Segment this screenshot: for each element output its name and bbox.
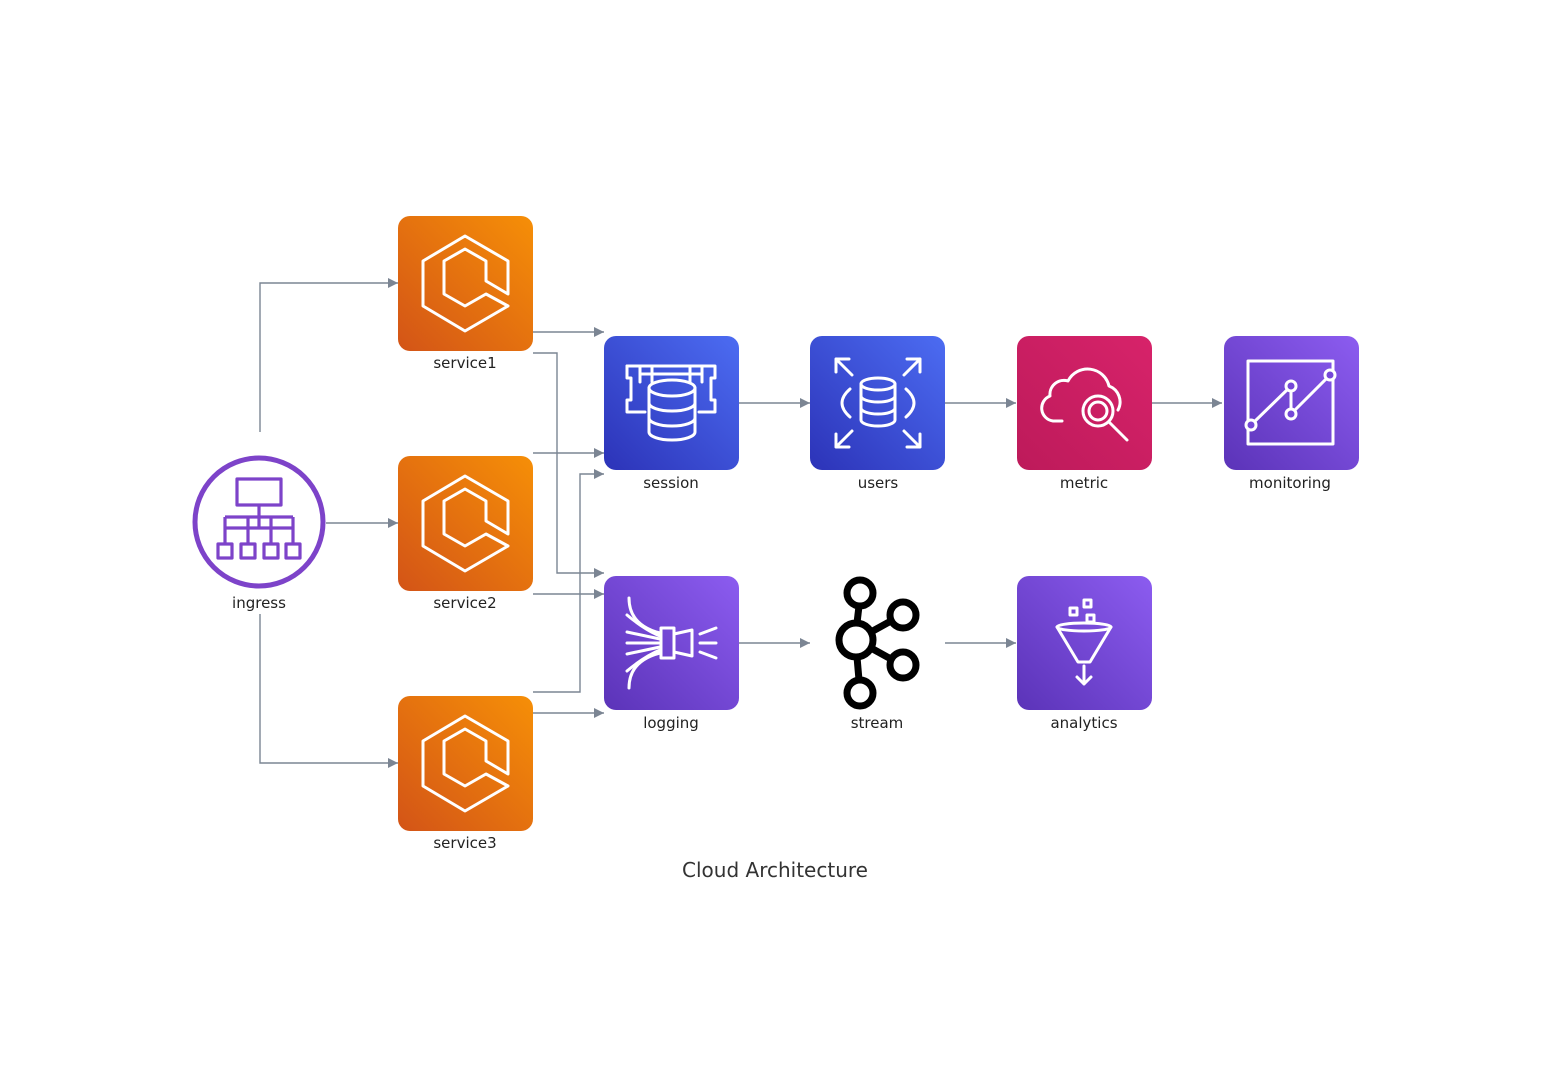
node-label: service3: [433, 834, 496, 852]
ecs-service-icon: [421, 474, 510, 573]
load-balancer-icon: [192, 455, 326, 589]
node-label: users: [858, 474, 899, 492]
node-service3[interactable]: service3: [398, 696, 533, 852]
line-chart-icon: [1244, 359, 1337, 446]
diagram-title: Cloud Architecture: [682, 858, 868, 882]
ecs-service-icon: [421, 714, 510, 813]
node-label: ingress: [232, 594, 286, 612]
node-service2[interactable]: service2: [398, 456, 533, 612]
node-label: analytics: [1050, 714, 1117, 732]
data-firehose-icon: [625, 596, 718, 690]
cloud-search-icon: [1040, 367, 1129, 442]
node-ingress[interactable]: ingress: [192, 455, 326, 612]
node-label: metric: [1060, 474, 1108, 492]
node-stream[interactable]: stream: [835, 576, 920, 732]
edges: [259, 278, 1222, 768]
edge-ingress-service1: [259, 278, 398, 432]
edge-service3-session: [533, 469, 604, 693]
node-label: stream: [851, 714, 904, 732]
relational-database-icon: [834, 357, 922, 449]
node-metric[interactable]: metric: [1017, 336, 1152, 492]
memory-cache-icon: [625, 364, 717, 442]
node-label: monitoring: [1249, 474, 1331, 492]
ecs-service-icon: [421, 234, 510, 333]
node-monitoring[interactable]: monitoring: [1224, 336, 1359, 492]
node-users[interactable]: users: [810, 336, 945, 492]
edge-service1-logging: [533, 352, 604, 578]
node-label: service2: [433, 594, 496, 612]
node-label: service1: [433, 354, 496, 372]
edge-ingress-service3: [259, 614, 398, 768]
node-label: logging: [643, 714, 699, 732]
node-label: session: [643, 474, 699, 492]
node-session[interactable]: session: [604, 336, 739, 492]
node-logging[interactable]: logging: [604, 576, 739, 732]
filter-funnel-icon: [1055, 598, 1113, 686]
node-analytics[interactable]: analytics: [1017, 576, 1152, 732]
kafka-icon: [835, 576, 920, 710]
node-service1[interactable]: service1: [398, 216, 533, 372]
